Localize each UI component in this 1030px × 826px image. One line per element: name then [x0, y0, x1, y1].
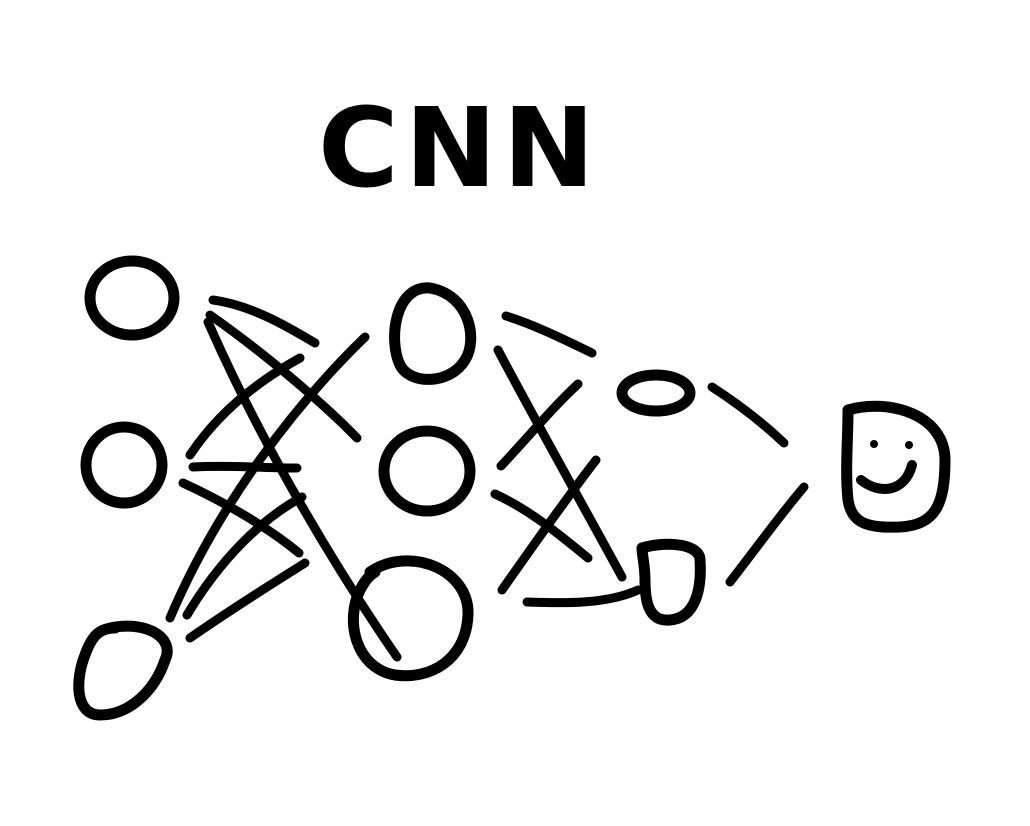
- connection-line: [205, 310, 362, 443]
- layer-input: [73, 255, 180, 721]
- node-input-1: [84, 255, 180, 341]
- connection-line: [493, 345, 627, 582]
- smiley-face-icon: [856, 440, 917, 494]
- connection-line: [208, 295, 320, 348]
- layer-output: [841, 400, 951, 533]
- connection-line: [522, 585, 643, 608]
- node-input-3: [73, 620, 173, 721]
- connection-line: [188, 461, 302, 473]
- connection-line: [707, 382, 789, 448]
- node-hidden1-2: [378, 425, 476, 517]
- node-hidden2-1: [616, 369, 696, 417]
- connections-input-hidden1: [165, 295, 402, 662]
- node-hidden1-1: [389, 282, 477, 385]
- node-input-2: [80, 421, 168, 509]
- layer-hidden-2: [616, 369, 706, 626]
- diagram-title: CNN: [318, 84, 601, 212]
- connection-line: [182, 492, 307, 620]
- connection-line: [178, 478, 304, 558]
- connection-line: [185, 558, 310, 643]
- connection-line: [501, 311, 597, 358]
- node-hidden1-3: [348, 555, 474, 682]
- connection-line: [725, 482, 809, 587]
- connection-line: [165, 332, 370, 623]
- layer-hidden-1: [348, 282, 477, 682]
- connection-line: [185, 353, 305, 460]
- connections-hidden2-output: [707, 382, 809, 587]
- connections-hidden1-hidden2: [490, 311, 643, 608]
- connection-line: [490, 489, 593, 563]
- node-output: [841, 400, 951, 533]
- connection-line: [497, 455, 601, 595]
- connection-line: [496, 379, 583, 471]
- node-hidden2-2: [636, 538, 706, 626]
